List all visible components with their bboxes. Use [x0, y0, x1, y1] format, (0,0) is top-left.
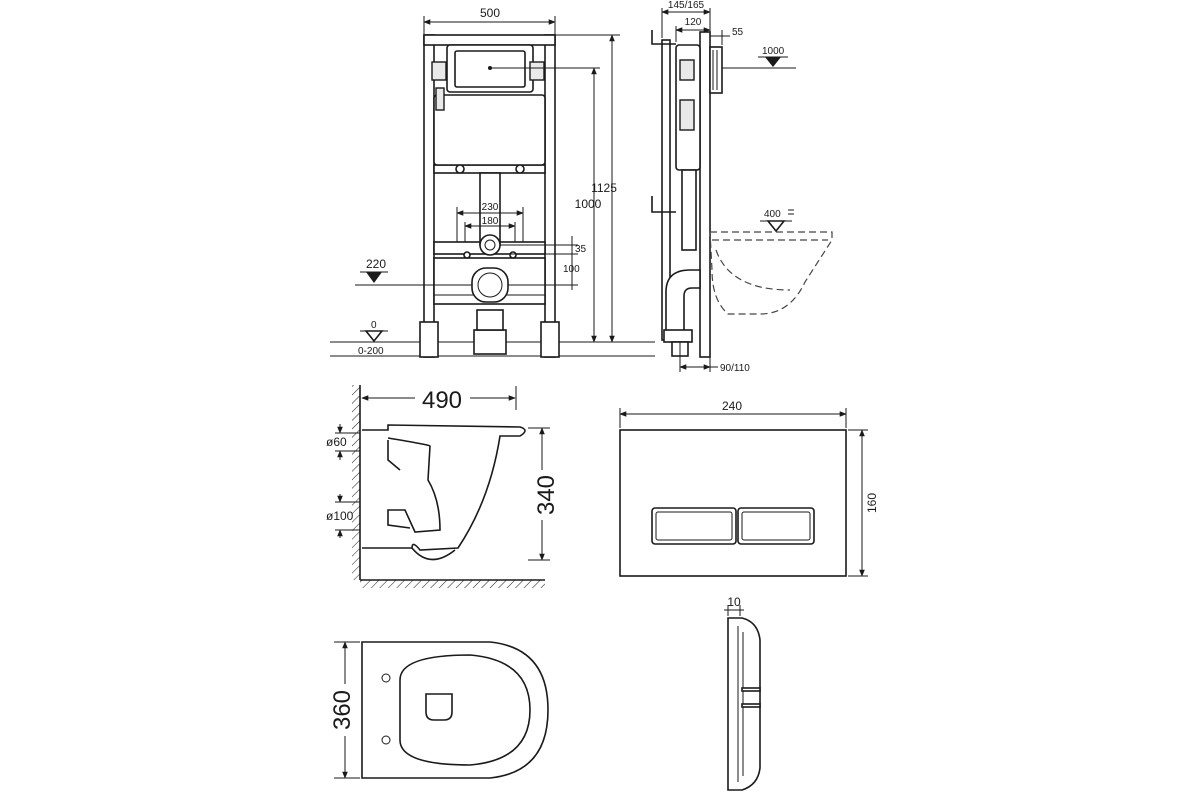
cistern-body [433, 94, 546, 166]
toilet-seat-outline [399, 654, 531, 766]
dim-pipe-spacing-outer: 230 [482, 202, 499, 213]
flush-plate-profile [727, 617, 761, 791]
flush-button-left [651, 507, 737, 545]
toilet-top-outline [361, 641, 549, 779]
mount-hole-top [381, 673, 391, 683]
mount-hole-bottom [381, 735, 391, 745]
marker-1000 [765, 57, 781, 67]
side-flush-connector [709, 46, 723, 94]
frame-top-bar [423, 34, 556, 46]
flush-plate-side: 10 [724, 595, 761, 791]
side-drain-elbow [665, 269, 701, 341]
dim-frame-height: 1000 [575, 197, 602, 211]
level-marker-0 [364, 330, 384, 343]
dim-frame-width: 500 [480, 6, 500, 20]
dim-outlet-diameter: ø100 [326, 509, 354, 523]
frame-side-view: 145/165 120 55 1000 400 90/110 [651, 0, 833, 374]
toilet-side-profile: 490 340 ø60 ø100 [326, 385, 560, 588]
dim-plate-thickness: 10 [727, 595, 741, 609]
level-drain: 220 [366, 257, 386, 271]
dim-plate-height: 160 [865, 493, 879, 513]
frame-crossbar-mid [433, 164, 546, 174]
dim-side-bottom: 90/110 [720, 363, 750, 374]
side-wall [699, 31, 711, 358]
frame-foot-left [419, 321, 439, 358]
dim-side-top: 145/165 [668, 0, 705, 11]
dim-toilet-length: 490 [422, 387, 462, 414]
dim-pipe-spacing-inner: 180 [482, 216, 499, 227]
toilet-drain-opening [425, 693, 453, 721]
flush-plate-front: 240 160 [619, 399, 879, 577]
dim-plate-width: 240 [722, 399, 742, 413]
frame-foot-right [540, 321, 560, 358]
dim-offset-upper: 35 [575, 244, 587, 255]
level-floor: 0 [371, 320, 377, 331]
toilet-bowl-profile [362, 424, 526, 551]
level-marker-220 [366, 272, 382, 283]
level-side-seat: 400 [764, 209, 781, 220]
level-side-height: 1000 [762, 46, 785, 57]
side-toilet-outline [709, 231, 833, 315]
dim-offset-lower: 100 [563, 264, 580, 275]
side-water-pipe [681, 169, 697, 251]
dim-frame-total-height: 1125 [591, 181, 617, 195]
frame-post-left [423, 34, 435, 358]
flush-button-right [737, 507, 815, 545]
level-floor-range: 0-200 [358, 346, 384, 357]
drain-outlet-pipe [473, 329, 507, 355]
dim-side-depth: 55 [732, 27, 744, 38]
flush-plate-outline [619, 429, 847, 577]
marker-400 [766, 220, 786, 233]
frame-post-right [544, 34, 556, 358]
dim-toilet-height: 340 [533, 475, 560, 515]
dim-inlet-diameter: ø60 [326, 435, 347, 449]
dim-toilet-width: 360 [329, 690, 356, 730]
frame-front-view: 500 1125 1000 230 180 35 100 220 0 [330, 6, 655, 358]
dim-side-mid: 120 [685, 17, 702, 28]
toilet-top-view: 360 [329, 641, 549, 779]
